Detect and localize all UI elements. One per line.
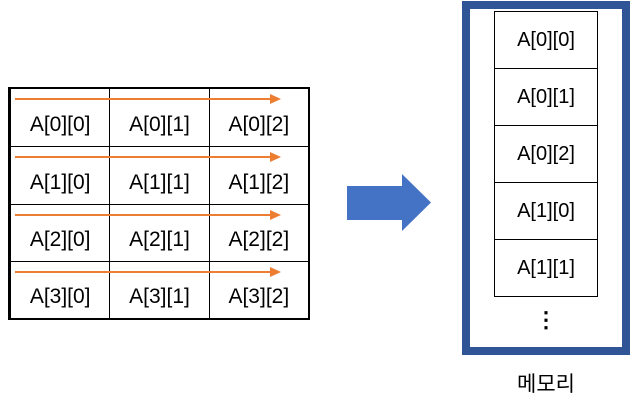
array-cell: A[0][1] (109, 89, 208, 147)
table-row: A[1][0] A[1][1] A[1][2] (10, 146, 308, 204)
memory-label: 메모리 (517, 373, 575, 396)
array-cell: A[2][2] (208, 204, 308, 261)
memory-cell: A[0][2] (494, 125, 598, 183)
array-cell: A[0][2] (208, 89, 308, 147)
array-cell: A[1][2] (208, 147, 308, 204)
row-traversal-arrow-icon (15, 94, 281, 104)
array-cell: A[0][0] (10, 89, 109, 147)
memory-cell: A[0][0] (494, 11, 598, 69)
array-cell: A[3][1] (109, 261, 208, 318)
memory-cell-stack: A[0][0] A[0][1] A[0][2] A[1][0] A[1][1] (494, 11, 598, 297)
array-cell: A[2][1] (109, 204, 208, 261)
vertical-ellipsis: ⋮ (535, 307, 557, 332)
table-row: A[0][0] A[0][1] A[0][2] (10, 89, 308, 147)
memory-box: A[0][0] A[0][1] A[0][2] A[1][0] A[1][1] … (462, 1, 630, 355)
row-traversal-arrow-icon (15, 266, 281, 277)
array-cell: A[1][0] (10, 147, 109, 204)
row-traversal-arrow-icon (15, 209, 281, 220)
array-table: A[0][0] A[0][1] A[0][2] A[1][0] A[1][1] … (8, 87, 310, 320)
array-cell: A[3][0] (10, 261, 109, 318)
memory-cell: A[0][1] (494, 68, 598, 126)
array-cell: A[2][0] (10, 204, 109, 261)
row-traversal-arrow-icon (15, 152, 281, 163)
table-row: A[2][0] A[2][1] A[2][2] (10, 203, 308, 261)
flow-right-arrow-icon (347, 174, 431, 231)
array-cell: A[1][1] (109, 147, 208, 204)
array-cell: A[3][2] (208, 261, 308, 318)
memory-cell: A[1][1] (494, 239, 598, 297)
table-row: A[3][0] A[3][1] A[3][2] (10, 260, 308, 318)
memory-cell: A[1][0] (494, 182, 598, 240)
